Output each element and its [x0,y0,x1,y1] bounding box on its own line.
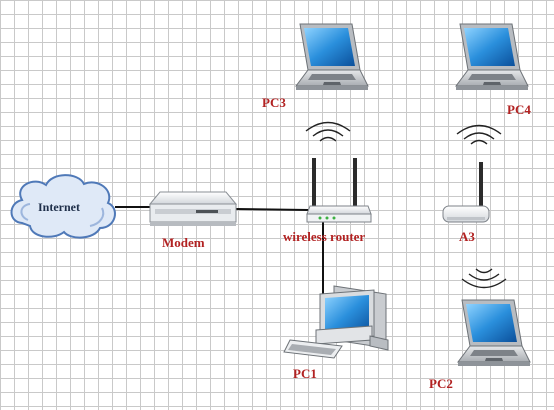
modem-label: Modem [162,235,205,250]
router-icon [306,158,372,223]
wifi-signal-icon [461,268,507,289]
repeater-icon [442,162,490,223]
desktop-pc-icon [283,285,389,359]
laptop-icon [455,23,529,91]
cloud-icon [10,174,116,239]
pc2-label: PC2 [429,376,453,391]
internet-label: Internet [38,200,80,214]
repeater-label: A3 [459,229,475,244]
pc1-label: PC1 [293,366,317,381]
pc3-label: PC3 [262,95,286,110]
wifi-signal-icon [305,121,351,142]
modem-icon [148,191,238,226]
router-label: wireless router [283,229,366,244]
wifi-signal-icon [456,124,502,145]
cable-modem-router [235,208,309,211]
laptop-icon [457,299,531,367]
pc4-label: PC4 [507,102,531,117]
laptop-icon [295,23,369,91]
